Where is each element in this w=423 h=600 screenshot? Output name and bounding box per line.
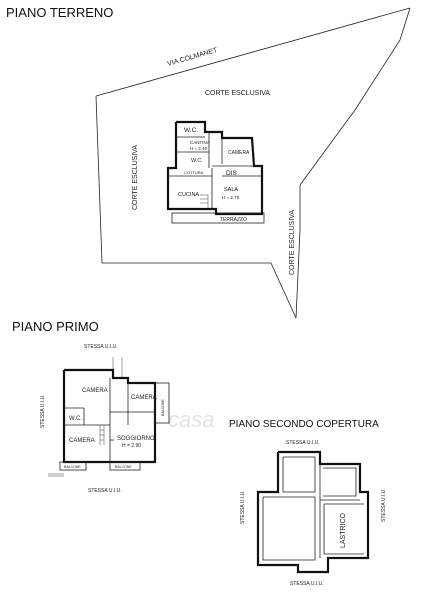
second-stessa-top: STESSA U.I.U. bbox=[286, 440, 320, 446]
room-sala-height: H = 2.75 bbox=[222, 195, 240, 200]
first-stessa-bottom: STESSA U.I.U. bbox=[88, 488, 122, 494]
room-dis: DIS bbox=[226, 170, 238, 177]
room-camera3-first: CAMERA bbox=[69, 438, 95, 444]
second-stessa-left: STESSA U.I.U. bbox=[240, 490, 246, 524]
second-stessa-right: STESSA U.I.U. bbox=[381, 488, 387, 522]
room-wc2-ground: W.C. bbox=[191, 158, 203, 164]
room-wc-ground: W.C. bbox=[184, 127, 198, 134]
lastrico-label: LASTRICO bbox=[340, 512, 347, 548]
room-cantina-height: H = 2.40 bbox=[190, 146, 208, 151]
first-floor-title: PIANO PRIMO bbox=[12, 319, 99, 334]
first-stessa-left: STESSA U.I.U. bbox=[40, 394, 46, 428]
yard-label-top: CORTE ESCLUSIVA bbox=[205, 90, 270, 97]
room-soggiorno-height: H = 2.90 bbox=[122, 443, 141, 449]
room-soggiorno: SOGGIORNO bbox=[117, 436, 155, 442]
balcone-right: BALCONE bbox=[161, 399, 165, 416]
room-wc-first: W.C. bbox=[69, 416, 82, 422]
room-cantina: CANTINA bbox=[190, 140, 210, 145]
balcone-bottom-right: BALCONE bbox=[115, 465, 132, 469]
room-camera2-first: CAMERA bbox=[131, 395, 157, 401]
first-floor-plan bbox=[59, 368, 170, 471]
room-sala: SALA bbox=[224, 187, 238, 193]
second-floor-plan bbox=[256, 450, 370, 574]
room-camera1-first: CAMERA bbox=[82, 388, 108, 394]
room-terrazzo: TERRAZZO bbox=[220, 217, 247, 223]
room-cucina: CUCINA bbox=[178, 192, 199, 198]
ground-floor-plan bbox=[166, 120, 265, 224]
watermark: casa bbox=[168, 407, 214, 432]
ground-floor-title: PIANO TERRENO bbox=[6, 5, 113, 20]
second-floor-title: PIANO SECONDO COPERTURA bbox=[229, 419, 379, 430]
yard-label-left: CORTE ESCLUSIVA bbox=[132, 145, 139, 210]
first-stessa-top: STESSA U.I.U. bbox=[84, 344, 118, 350]
room-camera-ground: CAMERA bbox=[228, 150, 250, 156]
balcone-bottom-left: BALCONE bbox=[64, 465, 81, 469]
first-neighbour-marks bbox=[48, 357, 123, 477]
street-label: VIA COLMANET bbox=[167, 47, 219, 68]
room-cottura: COTTURA bbox=[184, 170, 204, 175]
second-stessa-bottom: STESSA U.I.U. bbox=[290, 581, 324, 587]
yard-label-right: CORTE ESCLUSIVA bbox=[289, 210, 296, 275]
ground-lot-boundary bbox=[95, 7, 411, 319]
